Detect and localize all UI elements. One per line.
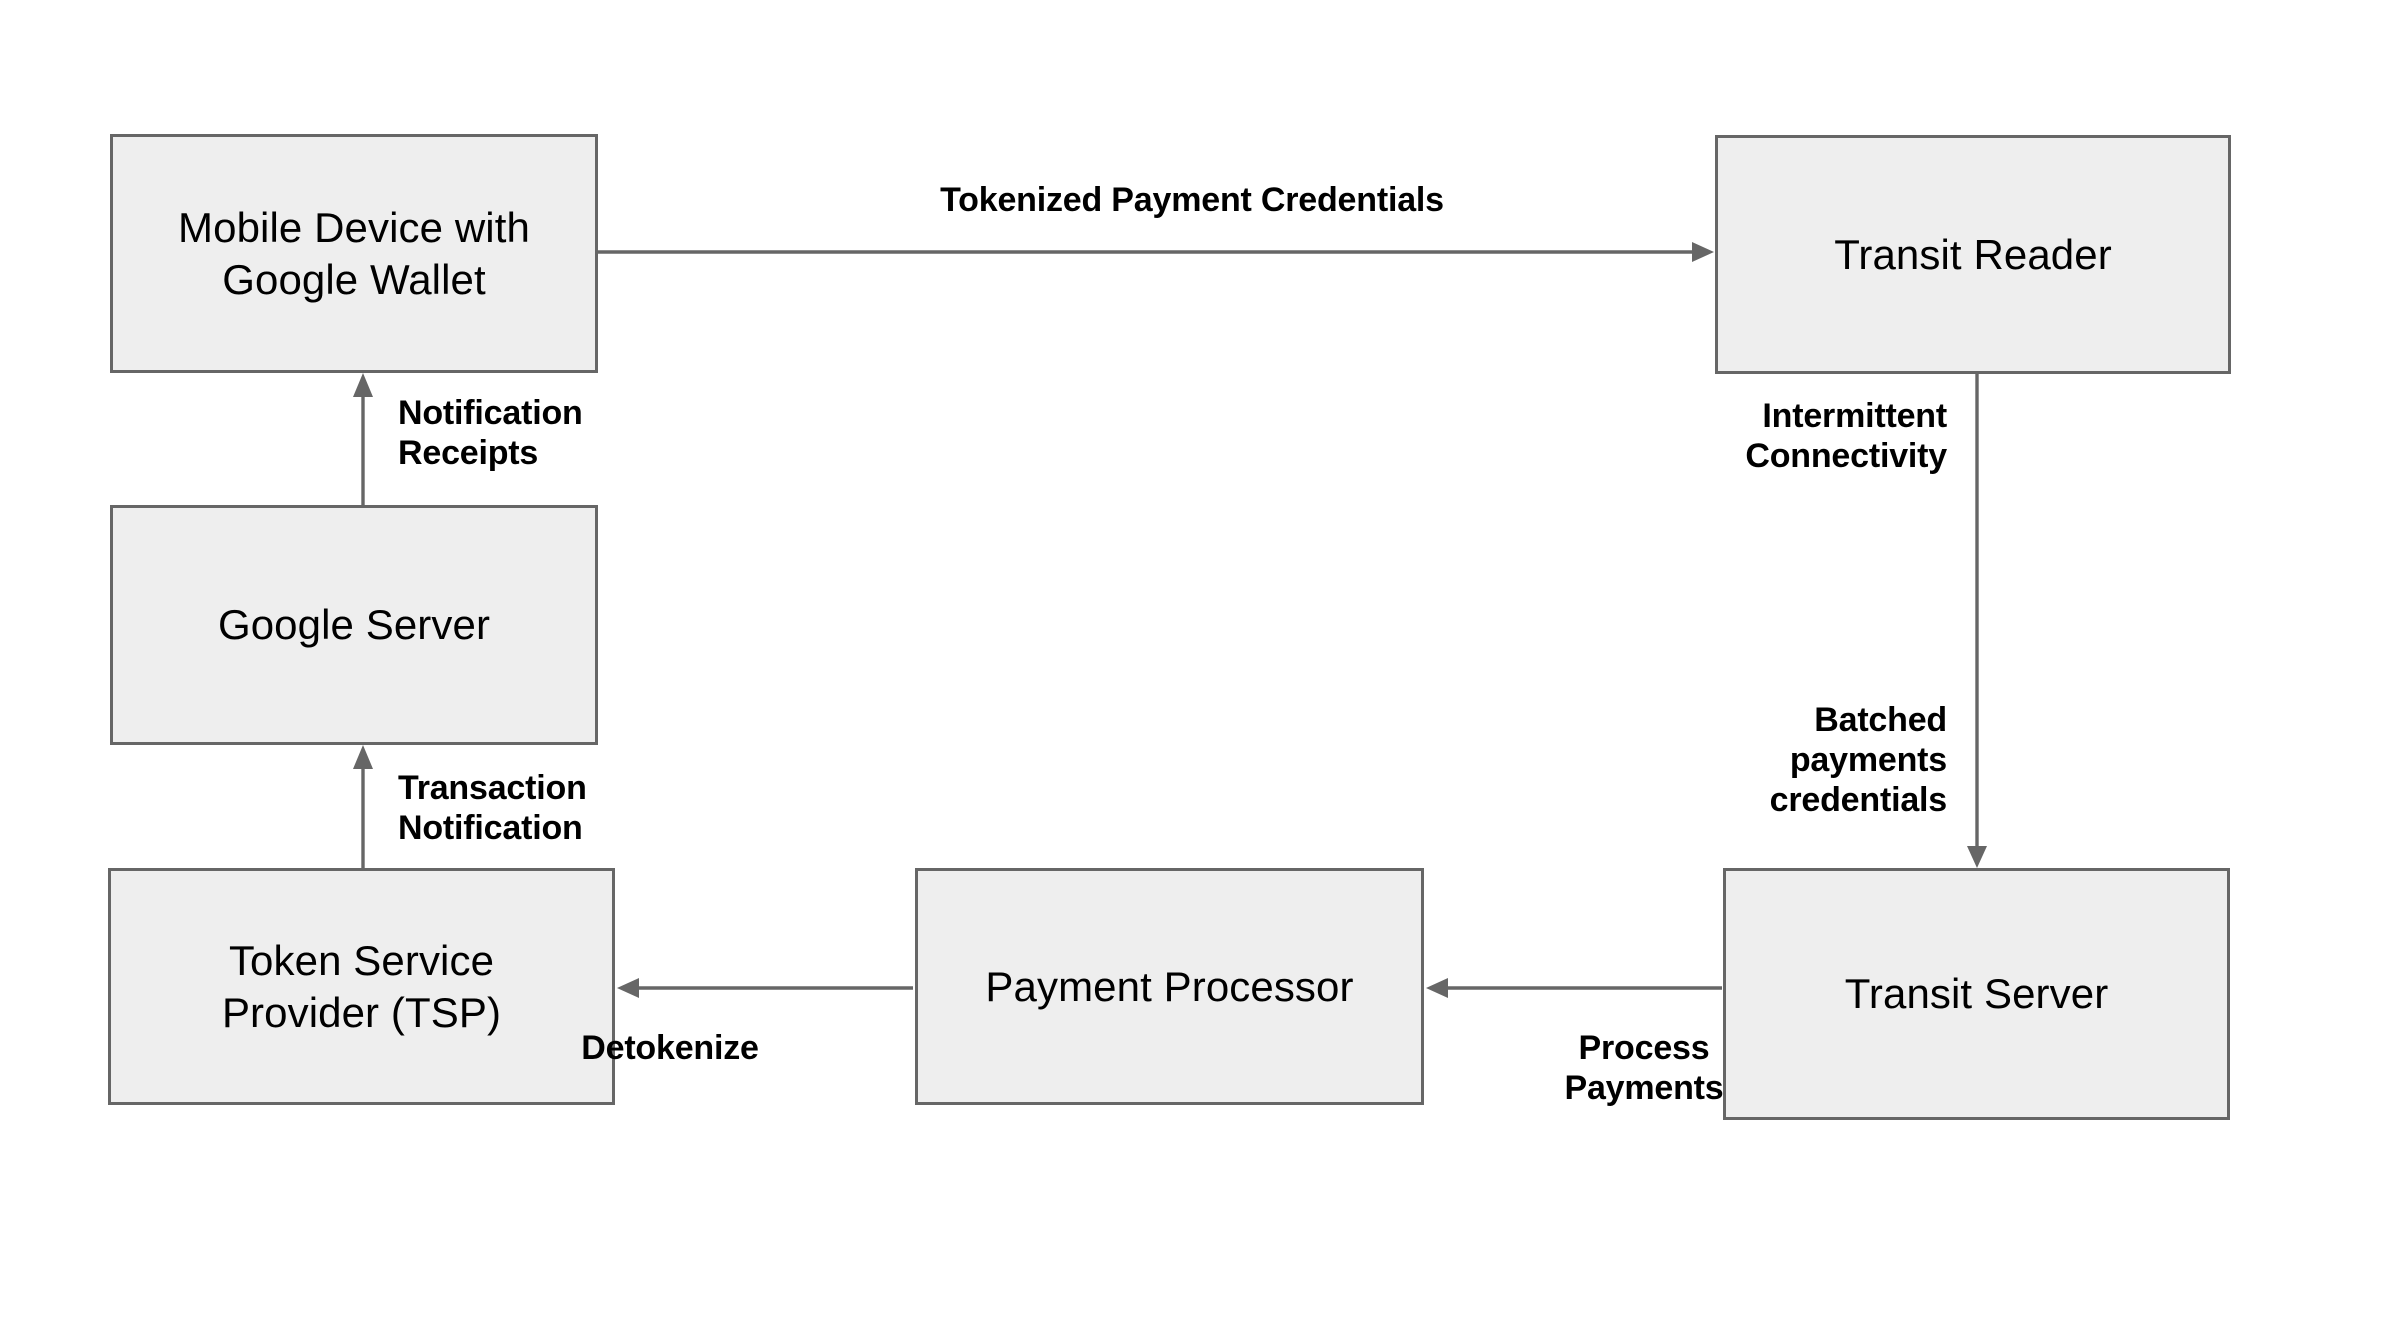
- node-transit-reader[interactable]: Transit Reader: [1715, 135, 2231, 374]
- node-google-server-label: Google Server: [217, 601, 491, 649]
- edge-label-tokenized-payment-credentials: Tokenized Payment Credentials: [940, 181, 1444, 219]
- node-google-server[interactable]: Google Server: [110, 505, 598, 745]
- edge-label-transaction-notification: Transaction Notification: [398, 769, 587, 848]
- connector-intermittent-connectivity: [1967, 374, 1987, 868]
- node-payment-processor[interactable]: Payment Processor: [915, 868, 1424, 1105]
- connector-process-payments: [1426, 978, 1722, 998]
- node-mobile-device-label: Mobile Device with Google Wallet: [178, 204, 530, 303]
- connector-transaction-notification: [353, 745, 373, 868]
- node-transit-server[interactable]: Transit Server: [1723, 868, 2230, 1120]
- edge-label-detokenize: Detokenize: [581, 1029, 759, 1067]
- connector-tokenized-payment-credentials: [598, 242, 1714, 262]
- connector-detokenize: [617, 978, 913, 998]
- node-transit-server-label: Transit Server: [1844, 970, 2109, 1018]
- node-transit-reader-label: Transit Reader: [1834, 230, 2112, 278]
- edge-label-batched-payments-credentials: Batched payments credentials: [1769, 701, 1948, 820]
- node-token-service-provider-label: Token Service Provider (TSP): [221, 937, 502, 1036]
- edge-label-intermittent-connectivity: Intermittent Connectivity: [1745, 397, 1947, 476]
- node-mobile-device[interactable]: Mobile Device with Google Wallet: [110, 134, 598, 373]
- node-payment-processor-label: Payment Processor: [985, 962, 1354, 1010]
- edge-label-notification-receipts: Notification Receipts: [398, 394, 583, 473]
- node-token-service-provider[interactable]: Token Service Provider (TSP): [108, 868, 615, 1105]
- connector-notification-receipts: [353, 373, 373, 505]
- edge-label-process-payments: Process Payments: [1564, 1029, 1724, 1108]
